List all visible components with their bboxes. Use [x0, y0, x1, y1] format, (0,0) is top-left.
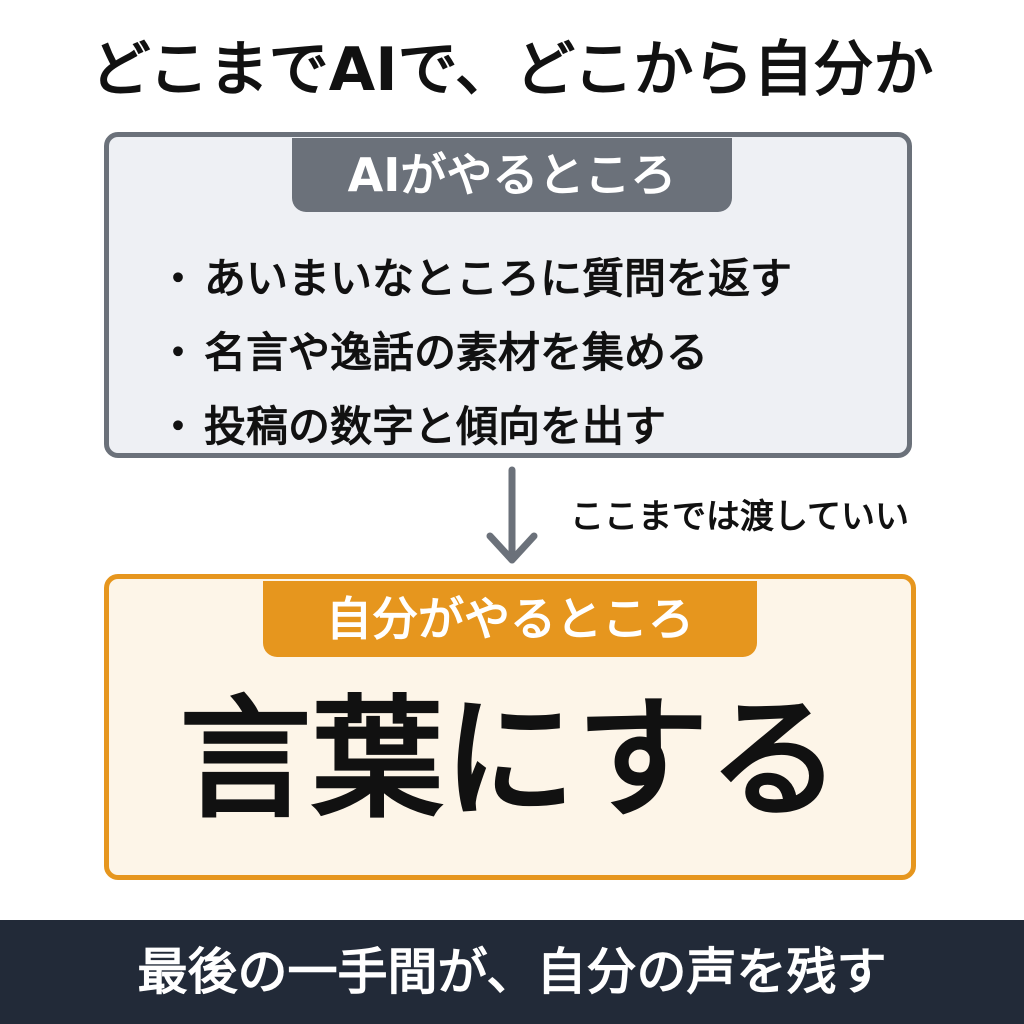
- ai-task-item: ・ 名言や逸話の素材を集める: [158, 312, 898, 386]
- ai-section-label: AIがやるところ: [292, 138, 732, 212]
- self-section-label: 自分がやるところ: [263, 581, 757, 657]
- page-title: どこまでAIで、どこから自分か: [90, 35, 934, 105]
- ai-task-text: 名言や逸話の素材を集める: [204, 327, 709, 377]
- ai-task-item: ・ 投稿の数字と傾向を出す: [158, 386, 898, 460]
- bullet-icon: ・: [158, 330, 198, 376]
- down-arrow-icon: [486, 466, 538, 564]
- handoff-note: ここまでは渡していい: [570, 497, 909, 537]
- ai-task-text: 投稿の数字と傾向を出す: [204, 401, 667, 451]
- self-main-text: 言葉にする: [179, 683, 841, 837]
- footer-bar: [0, 920, 1024, 1024]
- ai-task-list: ・ あいまいなところに質問を返す ・ 名言や逸話の素材を集める ・ 投稿の数字と…: [158, 238, 898, 460]
- bullet-icon: ・: [158, 256, 198, 302]
- bullet-icon: ・: [158, 404, 198, 450]
- footer-text: 最後の一手間が、自分の声を残す: [137, 943, 887, 1001]
- ai-task-item: ・ あいまいなところに質問を返す: [158, 238, 898, 312]
- ai-task-text: あいまいなところに質問を返す: [204, 253, 793, 303]
